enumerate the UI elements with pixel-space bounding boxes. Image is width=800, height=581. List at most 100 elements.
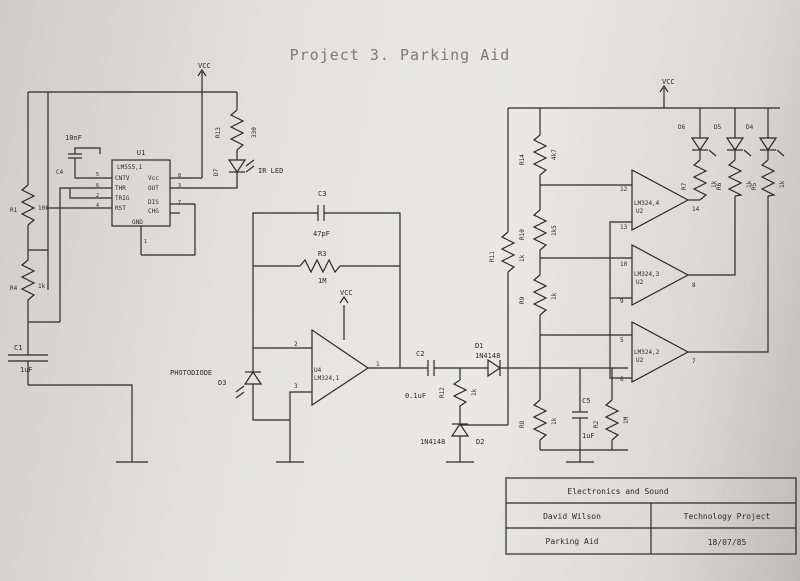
r3-ref: R3 bbox=[318, 250, 326, 258]
r6-ref: R6 bbox=[716, 182, 723, 190]
r4-ref: R4 bbox=[10, 285, 18, 292]
u2c-part: LM324,2 bbox=[634, 349, 660, 356]
d1-value: 1N4148 bbox=[475, 352, 500, 360]
r6-value: 1k bbox=[746, 180, 753, 188]
timer-pin-rst: RST bbox=[115, 205, 126, 212]
d2-value: 1N4148 bbox=[420, 438, 445, 446]
d7-ref: D7 bbox=[213, 168, 220, 176]
u4-ref: U4 bbox=[314, 367, 322, 374]
timer-pin-dis: DIS bbox=[148, 199, 159, 206]
timer-pin-num-6: 6 bbox=[96, 183, 99, 189]
d4-ref: D4 bbox=[746, 124, 754, 131]
timer-pin-thr: THR bbox=[115, 185, 126, 192]
timer-pin-out: OUT bbox=[148, 185, 159, 192]
u2a-pin-13: 13 bbox=[620, 224, 628, 231]
u4-pin-2: 2 bbox=[294, 341, 298, 348]
r1-ref: R1 bbox=[10, 207, 18, 214]
u2a-pin-14: 14 bbox=[692, 206, 700, 213]
comparator-opamp-3 bbox=[631, 243, 690, 307]
timer-ref: U1 bbox=[137, 149, 145, 157]
r5-value: 1k bbox=[779, 180, 786, 188]
comparator-opamp-2 bbox=[631, 320, 690, 384]
timer-pin-num-1: 1 bbox=[144, 239, 147, 245]
title-block-course: Technology Project bbox=[684, 512, 771, 521]
r7-value: 1k bbox=[711, 180, 718, 188]
r12-value: 1k bbox=[471, 388, 478, 396]
c3-ref: C3 bbox=[318, 190, 326, 198]
u2b-pin-9: 9 bbox=[620, 298, 624, 305]
comparator-opamp-4 bbox=[631, 168, 690, 232]
schematic-title: Project 3. Parking Aid bbox=[290, 46, 511, 64]
r9-ref: R9 bbox=[519, 296, 526, 304]
u2b-ref: U2 bbox=[636, 279, 644, 286]
r10-ref: R10 bbox=[519, 229, 526, 240]
timer-section: VCC U1 LM555,1 CNTV THR TRIG RST Vcc OUT… bbox=[8, 62, 283, 463]
timer-pin-cntv: CNTV bbox=[115, 175, 130, 182]
r11-ref: R11 bbox=[489, 251, 496, 262]
r9-value: 1k bbox=[551, 292, 558, 300]
u2c-pin-7: 7 bbox=[692, 358, 696, 365]
d6-ref: D6 bbox=[678, 124, 686, 131]
timer-pin-num-5: 5 bbox=[96, 172, 99, 178]
d3-value: PHOTODIODE bbox=[170, 369, 212, 377]
c2-value: 0.1uF bbox=[405, 392, 426, 400]
u2c-ref: U2 bbox=[636, 357, 644, 364]
u2a-part: LM324,4 bbox=[634, 200, 660, 207]
timer-pin-num-8: 8 bbox=[178, 173, 181, 179]
u2b-pin-8: 8 bbox=[692, 282, 696, 289]
c1-ref: C1 bbox=[14, 344, 22, 352]
u4-pin-3: 3 bbox=[294, 383, 298, 390]
c5-value: 1uF bbox=[582, 432, 595, 440]
r2-ref: R2 bbox=[593, 420, 600, 428]
timer-pin-chg: CHG bbox=[148, 208, 159, 215]
r11-value: 1k bbox=[519, 254, 526, 262]
u4-pin-1: 1 bbox=[376, 361, 380, 368]
u4-part: LM324,1 bbox=[314, 375, 340, 382]
r14-value: 4k7 bbox=[551, 149, 558, 160]
c3-value: 47pF bbox=[313, 230, 330, 238]
c1-value: 1uF bbox=[20, 366, 33, 374]
vcc-label-preamp: VCC bbox=[340, 289, 353, 297]
vcc-label-comparator: VCC bbox=[662, 78, 675, 86]
timer-pin-num-3: 3 bbox=[178, 183, 181, 189]
u2a-pin-12: 12 bbox=[620, 186, 628, 193]
preamp-section: C3 47pF R3 1M U4 LM324,1 2 3 1 VCC PHOTO… bbox=[170, 190, 420, 463]
preamp-opamp bbox=[311, 328, 370, 407]
title-block-project: Parking Aid bbox=[546, 537, 599, 546]
d1-ref: D1 bbox=[475, 342, 483, 350]
title-block-organisation: Electronics and Sound bbox=[567, 487, 668, 496]
c5-ref: C5 bbox=[582, 397, 590, 405]
title-block-date: 18/07/85 bbox=[708, 538, 747, 547]
timer-part: LM555,1 bbox=[117, 164, 143, 171]
r13-value: 330 bbox=[251, 127, 258, 138]
title-block: Electronics and Sound David Wilson Techn… bbox=[505, 477, 797, 555]
timer-pin-trig: TRIG bbox=[115, 195, 130, 202]
u2c-pin-6: 6 bbox=[620, 376, 624, 383]
u2c-pin-5: 5 bbox=[620, 337, 624, 344]
c4-ref: C4 bbox=[56, 169, 64, 176]
r5-ref: R5 bbox=[751, 182, 758, 190]
r4-value: 1k bbox=[38, 283, 46, 290]
u2b-part: LM324,3 bbox=[634, 271, 660, 278]
title-block-author: David Wilson bbox=[543, 512, 601, 521]
d3-ref: D3 bbox=[218, 379, 226, 387]
c2-ref: C2 bbox=[416, 350, 424, 358]
d5-ref: D5 bbox=[714, 124, 722, 131]
r1-value: 10k bbox=[38, 205, 49, 212]
r14-ref: R14 bbox=[519, 154, 526, 165]
r10-value: 1k5 bbox=[551, 225, 558, 236]
u2b-pin-10: 10 bbox=[620, 261, 628, 268]
r12-ref: R12 bbox=[439, 387, 446, 398]
c4-value: 10nF bbox=[65, 134, 82, 142]
r3-value: 1M bbox=[318, 277, 326, 285]
r8-value: 1k bbox=[551, 417, 558, 425]
timer-pin-num-4: 4 bbox=[96, 203, 99, 209]
d7-value: IR LED bbox=[258, 167, 283, 175]
timer-pin-vcc: Vcc bbox=[148, 175, 159, 182]
u2a-ref: U2 bbox=[636, 208, 644, 215]
timer-pin-gnd: GND bbox=[132, 219, 143, 226]
r2-value: 1M bbox=[623, 416, 630, 424]
timer-pin-num-7: 7 bbox=[178, 200, 181, 206]
